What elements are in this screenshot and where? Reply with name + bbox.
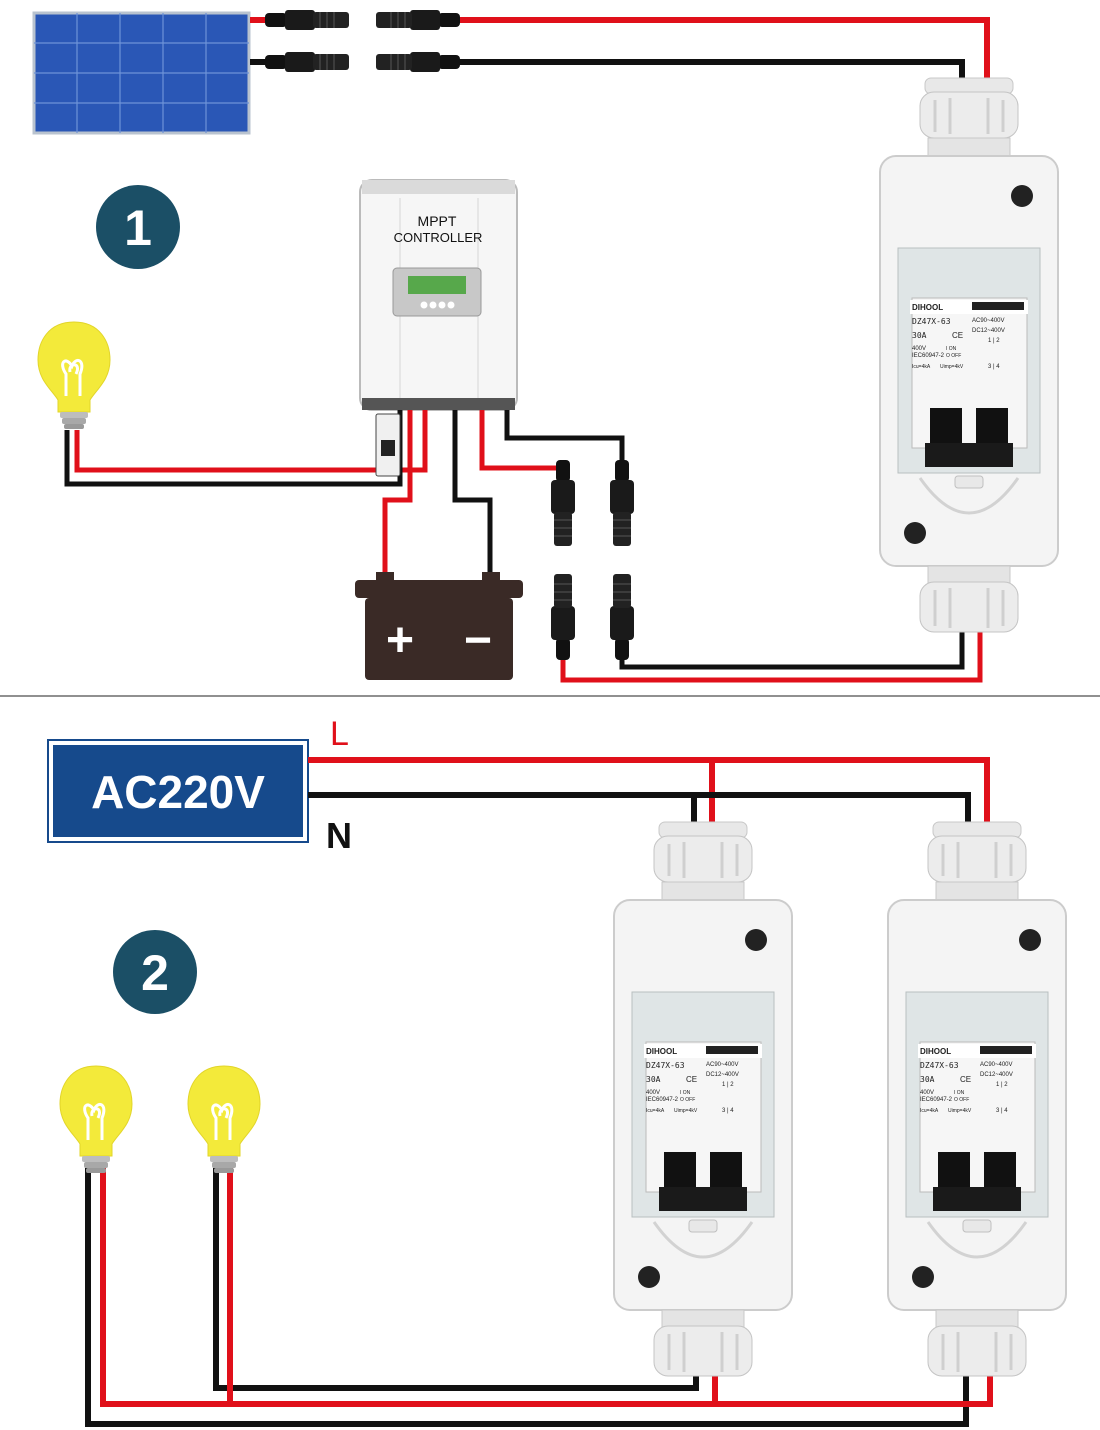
light-bulb-icon (36, 320, 112, 431)
live-line-label: L (330, 715, 349, 753)
breaker-model: DZ47X-63 (646, 1061, 685, 1070)
badge-number: 2 (141, 945, 169, 1001)
battery-negative-wire (452, 410, 493, 578)
breaker-terminals-bottom: 3 | 4 (996, 1108, 1008, 1114)
breaker-uimp: Uimp=4kV (940, 364, 964, 370)
badge-number: 1 (124, 200, 152, 256)
load-positive-wire (74, 410, 428, 473)
mc4-connector-icon (264, 9, 461, 73)
battery-plus: + (386, 614, 414, 667)
breaker-rating: 30A (920, 1075, 935, 1084)
breaker-on: I ON (946, 346, 957, 352)
breaker-uimp: Uimp=4kV (948, 1108, 972, 1114)
solar-panel-icon (32, 11, 251, 135)
controller-wires (64, 410, 983, 683)
breaker-terminals-bottom: 3 | 4 (988, 364, 1000, 370)
breaker-rating: 30A (912, 331, 927, 340)
breaker-brand: DIHOOL (920, 1047, 951, 1056)
breaker-terminals-top: 1 | 2 (988, 338, 1000, 344)
step-badge-2: 2 (113, 930, 197, 1014)
breaker-on: I ON (680, 1090, 691, 1096)
breaker-ac: AC90~400V (706, 1062, 739, 1068)
neutral-wire (308, 792, 971, 825)
ac-source-label: AC220V (91, 766, 265, 818)
neutral-line-label: N (326, 815, 352, 856)
breaker-spec1: 400V (646, 1090, 660, 1096)
live-wire (308, 757, 990, 825)
breaker-spec2: IEC60947-2 (646, 1097, 679, 1103)
breaker-model: DZ47X-63 (920, 1061, 959, 1070)
breaker-off: O OFF (954, 1097, 969, 1103)
controller-label-line2: CONTROLLER (394, 230, 483, 245)
breaker-off: O OFF (680, 1097, 695, 1103)
pv-positive-run (560, 632, 983, 683)
panel-positive-run (460, 17, 990, 80)
breaker-terminals-top: 1 | 2 (722, 1082, 734, 1088)
breaker-icu: Icu=4kA (646, 1108, 665, 1114)
breaker-label-1: DIHOOL DZ47X-63 AC90~400V DC12~400V 30A … (910, 300, 1028, 370)
pv-negative-wire (504, 410, 625, 462)
panel-wires (250, 17, 990, 80)
mini-breaker-icon (375, 413, 401, 477)
light-bulb-icon (58, 1064, 134, 1175)
pv-negative-run (619, 632, 965, 670)
breaker-off: O OFF (946, 353, 961, 359)
breaker-enclosure-2: DIHOOL DZ47X-63 AC90~400V DC12~400V 30A … (612, 820, 794, 1378)
ac-source-box: AC220V (47, 739, 309, 843)
breaker-dc: DC12~400V (972, 328, 1005, 334)
breaker-spec2: IEC60947-2 (920, 1097, 953, 1103)
breaker-ce: CE (952, 331, 963, 340)
breaker-brand: DIHOOL (646, 1047, 677, 1056)
breaker-uimp: Uimp=4kV (674, 1108, 698, 1114)
breaker-brand: DIHOOL (912, 303, 943, 312)
breaker-spec1: 400V (912, 346, 926, 352)
controller-label-line1: MPPT (418, 213, 457, 229)
lamp1-neutral-output (85, 1168, 969, 1427)
breaker-ac: AC90~400V (972, 318, 1005, 324)
battery-positive-wire (382, 410, 413, 578)
breaker-spec2: IEC60947-2 (912, 353, 945, 359)
breaker-enclosure-3: DIHOOL DZ47X-63 AC90~400V DC12~400V 30A … (886, 820, 1068, 1378)
step-badge-1: 1 (96, 185, 180, 269)
light-bulb-icon (186, 1064, 262, 1175)
ac-wires (85, 757, 993, 1427)
lamp2-live-output (227, 1168, 993, 1407)
breaker-terminals-top: 1 | 2 (996, 1082, 1008, 1088)
breaker-ce: CE (960, 1075, 971, 1084)
breaker-ac: AC90~400V (980, 1062, 1013, 1068)
battery-minus: − (464, 614, 492, 667)
breaker-dc: DC12~400V (706, 1072, 739, 1078)
breaker-icu: Icu=4kA (912, 364, 931, 370)
breaker-terminals-bottom: 3 | 4 (722, 1108, 734, 1114)
load-negative-wire (64, 410, 403, 487)
mc4-connector-pair (550, 459, 635, 661)
breaker-spec1: 400V (920, 1090, 934, 1096)
breaker-rating: 30A (646, 1075, 661, 1084)
breaker-enclosure-1: DIHOOL DZ47X-63 AC90~400V DC12~400V 30A … (878, 76, 1060, 634)
breaker-on: I ON (954, 1090, 965, 1096)
breaker-model: DZ47X-63 (912, 317, 951, 326)
panel-negative-run (460, 59, 965, 80)
breaker-icu: Icu=4kA (920, 1108, 939, 1114)
breaker-dc: DC12~400V (980, 1072, 1013, 1078)
mppt-controller: MPPT CONTROLLER (359, 179, 518, 411)
battery-icon: + − (355, 572, 523, 680)
breaker-ce: CE (686, 1075, 697, 1084)
